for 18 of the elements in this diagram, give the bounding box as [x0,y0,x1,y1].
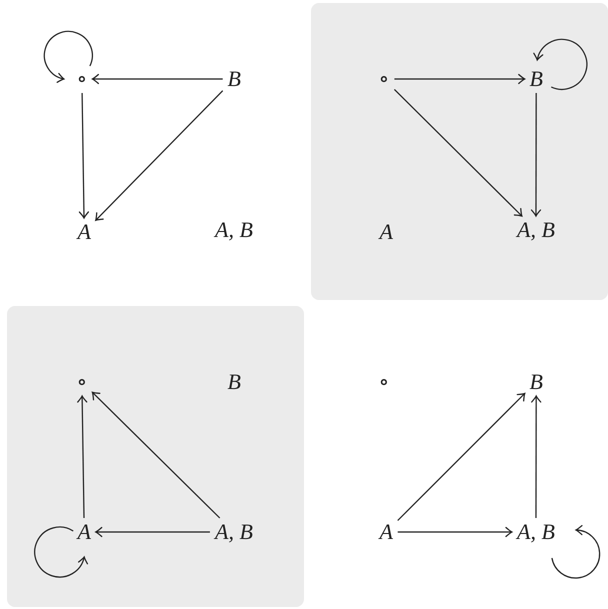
state-label: A [76,221,92,243]
state-label: ∘ [76,371,88,393]
panel-background [311,3,608,300]
state-label: B [226,68,242,90]
state-label: ∘ [378,371,390,393]
state-label: B [528,371,544,393]
state-label: B [226,371,242,393]
state-label: A, B [516,521,556,543]
state-label: A [378,521,394,543]
state-label: B [528,68,544,90]
state-label: A, B [516,219,556,241]
state-label: ∘ [76,68,88,90]
state-label: A, B [214,219,254,241]
state-label: A [378,221,394,243]
state-label: ∘ [378,68,390,90]
panel-background [7,306,304,607]
state-label: A, B [214,521,254,543]
state-label: A [76,521,92,543]
